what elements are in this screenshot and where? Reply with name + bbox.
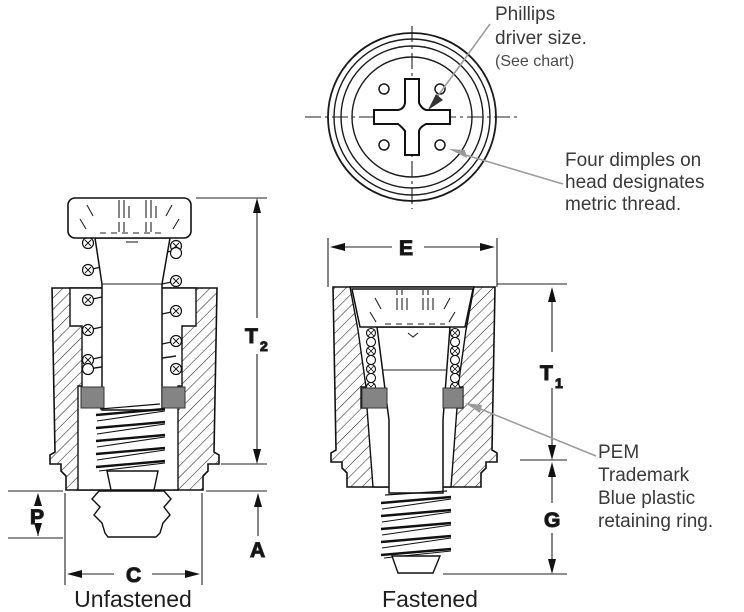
dimension-c: C <box>64 493 203 588</box>
t2-arrow-down-icon <box>253 449 261 464</box>
c-label: C <box>126 564 141 587</box>
dimple-bottom-right <box>434 139 446 151</box>
retaining-ring-left <box>80 386 105 409</box>
phillips-leader-arrow-icon <box>428 94 443 110</box>
dimple-bottom-left <box>378 139 390 151</box>
dimension-a: A <box>206 490 267 563</box>
e-label: E <box>399 237 413 260</box>
fastened-head-markings <box>369 290 456 338</box>
e-arrow-left-icon <box>330 243 345 251</box>
head-ring-2 <box>333 38 491 196</box>
t2-arrow-up-icon <box>253 198 261 213</box>
dimples-note-line1: Four dimples on <box>565 150 701 171</box>
fastened-screw-threads <box>380 490 452 559</box>
fastened-screw-point <box>391 555 442 574</box>
c-arrow-left-icon <box>67 570 82 578</box>
fastened-view <box>330 286 498 574</box>
a-arrow-up-icon <box>254 493 262 507</box>
dimension-t1: T 1 <box>497 283 567 461</box>
dimension-g: G <box>443 462 567 575</box>
screw-threads <box>95 403 166 472</box>
c-arrow-right-icon <box>185 570 200 578</box>
caption-unfastened: Unfastened <box>74 586 192 612</box>
dimension-e: E <box>327 236 498 287</box>
a-label: A <box>250 539 265 562</box>
g-label: G <box>544 509 560 532</box>
p-arrow-up-icon <box>34 493 42 506</box>
pilot-end <box>91 490 172 538</box>
screw-shank <box>94 237 171 411</box>
dimples-leader-line <box>461 153 564 185</box>
g-arrow-down-icon <box>548 559 556 574</box>
t2-label-sub: 2 <box>260 338 268 354</box>
pem-note-line4: retaining ring. <box>598 511 713 532</box>
head-top-face-circle <box>351 56 473 178</box>
pem-leader-line <box>477 407 597 457</box>
t1-label: T <box>540 362 553 385</box>
screw-head-markings <box>79 200 180 243</box>
spring-wire-sections <box>81 236 183 376</box>
retaining-ring-right <box>161 386 186 409</box>
pem-note-line1: PEM <box>598 442 639 463</box>
dimension-t2: T 2 <box>196 197 269 465</box>
fastened-screw-head <box>351 288 474 328</box>
screw-point <box>106 470 159 491</box>
p-arrow-down-icon <box>34 523 42 536</box>
t2-label: T <box>245 325 258 348</box>
phillips-leader-line <box>431 23 491 105</box>
t1-arrow-down-icon <box>548 445 556 460</box>
dimension-p: P <box>8 490 63 539</box>
t1-label-sub: 1 <box>555 375 563 391</box>
pem-note-line3: Blue plastic <box>598 488 695 509</box>
top-view-head <box>305 26 521 209</box>
phillips-annotation: Phillips driver size. (See chart) <box>428 4 587 110</box>
pem-leader-arrow-icon <box>465 403 482 413</box>
dimples-note-line3: metric thread. <box>565 194 681 215</box>
phillips-note-line3: (See chart) <box>495 53 574 70</box>
t1-arrow-up-icon <box>548 287 556 302</box>
compressed-spring-right <box>449 327 461 393</box>
spring-right-column <box>169 239 183 376</box>
head-outer-circle <box>327 32 497 202</box>
dimple-top-left <box>378 83 390 95</box>
dimples-note-line2: head designates <box>565 172 704 193</box>
pem-annotation: PEM Trademark Blue plastic retaining rin… <box>465 403 713 532</box>
caption-fastened: Fastened <box>382 586 478 612</box>
unfastened-view <box>49 197 220 538</box>
fastened-ring-left <box>361 387 388 409</box>
head-ring-3 <box>340 45 484 189</box>
phillips-recess <box>373 78 451 156</box>
fastened-ring-right <box>442 387 464 409</box>
e-arrow-right-icon <box>480 243 495 251</box>
phillips-note-line2: driver size. <box>495 28 587 49</box>
dimples-annotation: Four dimples on head designates metric t… <box>449 149 704 215</box>
phillips-note-line1: Phillips <box>495 4 555 25</box>
dimples-leader-arrow-icon <box>449 149 467 158</box>
p-label: P <box>30 506 44 529</box>
spring-left-column <box>81 236 95 376</box>
g-arrow-up-icon <box>548 462 556 477</box>
pem-note-line2: Trademark <box>598 465 690 486</box>
